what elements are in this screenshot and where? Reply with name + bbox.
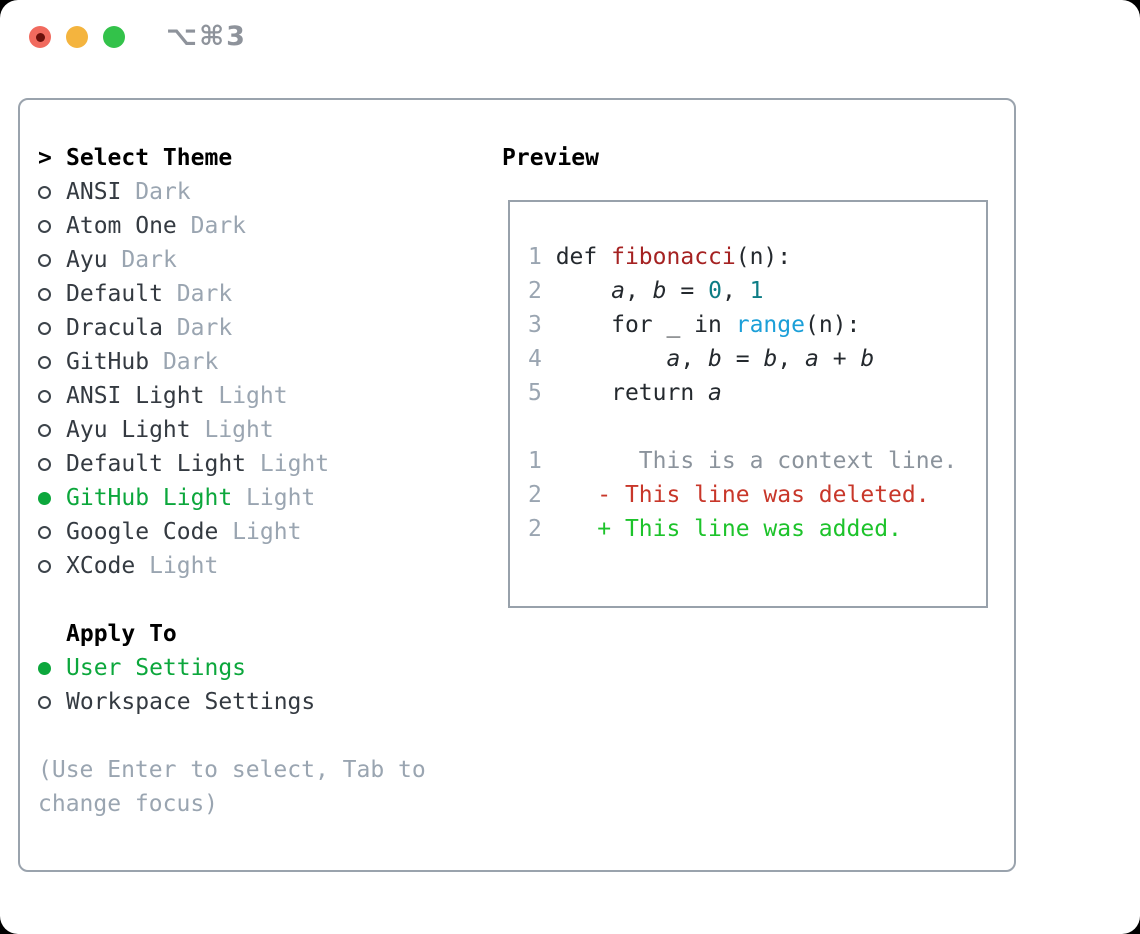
theme-option-label: Ayu [66, 247, 108, 273]
apply-to-title: Apply To [66, 621, 177, 647]
line-number: 2 [528, 278, 542, 304]
theme-option-ayu[interactable]: Ayu Dark [38, 243, 426, 277]
theme-option-label: ANSI Light [66, 383, 205, 409]
theme-option-atom-one[interactable]: Atom One Dark [38, 209, 426, 243]
code-line: 5 return a [528, 380, 722, 406]
variant-tag: Light [232, 519, 302, 545]
code-line [528, 410, 986, 444]
spacer [38, 719, 426, 753]
variant-tag: Dark [162, 349, 219, 375]
theme-option-label: XCode [66, 553, 136, 579]
hint-line-2: change focus) [38, 791, 219, 817]
line-number: 2 [528, 482, 542, 508]
cursor-icon: > [38, 145, 52, 171]
apply-to-option-workspace-settings[interactable]: Workspace Settings [38, 685, 426, 719]
code-line: 2 a, b = 0, 1 [528, 278, 764, 304]
variant-tag: Dark [121, 247, 177, 273]
code-line: 1 This is a context line. [528, 448, 958, 474]
theme-option-default[interactable]: Default Dark [38, 277, 426, 311]
select-theme-header: > Select Theme [38, 141, 426, 175]
radio-icon [38, 423, 66, 437]
variant-tag: Light [149, 553, 219, 579]
preview-title: Preview [502, 145, 599, 171]
code-line: 3 for _ in range(n): [528, 312, 861, 338]
radio-icon [38, 219, 66, 233]
radio-icon [38, 695, 66, 709]
line-number: 3 [528, 312, 542, 338]
theme-option-dracula[interactable]: Dracula Dark [38, 311, 426, 345]
radio-selected-icon [38, 491, 66, 505]
theme-option-label: Default Light [66, 451, 247, 477]
radio-icon [38, 559, 66, 573]
code-line: 1 def fibonacci(n): [528, 244, 792, 270]
theme-option-label: Ayu Light [66, 417, 191, 443]
select-theme-title: Select Theme [66, 145, 233, 171]
theme-option-ansi-light[interactable]: ANSI Light Light [38, 379, 426, 413]
apply-to-option-label: Workspace Settings [66, 689, 316, 715]
apply-to-header: Apply To [38, 617, 426, 651]
minimize-button[interactable] [66, 26, 88, 48]
theme-option-ansi[interactable]: ANSI Dark [38, 175, 426, 209]
theme-option-label: ANSI [66, 179, 122, 205]
close-button[interactable] [29, 26, 51, 48]
code-line: 2 - This line was deleted. [528, 482, 930, 508]
line-number: 5 [528, 380, 542, 406]
variant-tag: Dark [176, 315, 233, 341]
variant-tag: Light [204, 417, 274, 443]
theme-option-label: GitHub [66, 349, 150, 375]
variant-tag: Dark [135, 179, 191, 205]
close-dot-icon [35, 32, 45, 42]
apply-to-option-label: User Settings [66, 655, 247, 681]
line-number: 1 [528, 448, 542, 474]
apply-to-option-user-settings[interactable]: User Settings [38, 651, 426, 685]
code-preview: 1 def fibonacci(n): 2 a, b = 0, 1 3 for _ … [510, 202, 986, 546]
theme-option-label: GitHub Light [66, 485, 233, 511]
radio-icon [38, 457, 66, 471]
radio-icon [38, 355, 66, 369]
code-line: 2 + This line was added. [528, 516, 902, 542]
variant-tag: Dark [176, 281, 233, 307]
line-number: 1 [528, 244, 542, 270]
theme-option-default-light[interactable]: Default Light Light [38, 447, 426, 481]
hint-line-1: (Use Enter to select, Tab to [38, 757, 426, 783]
theme-option-ayu-light[interactable]: Ayu Light Light [38, 413, 426, 447]
variant-tag: Light [218, 383, 288, 409]
line-number: 2 [528, 516, 542, 542]
variant-tag: Light [259, 451, 330, 477]
hint-text: (Use Enter to select, Tab to change focu… [38, 753, 426, 821]
theme-option-label: Dracula [66, 315, 163, 341]
radio-selected-icon [38, 661, 66, 675]
theme-option-github[interactable]: GitHub Dark [38, 345, 426, 379]
preview-box: 1 def fibonacci(n): 2 a, b = 0, 1 3 for _ … [508, 200, 988, 608]
window-title-shortcut: ⌥⌘3 [166, 21, 247, 52]
variant-tag: Light [246, 485, 316, 511]
variant-tag: Dark [190, 213, 247, 239]
radio-icon [38, 525, 66, 539]
code-line: 4 a, b = b, a + b [528, 346, 875, 372]
theme-option-label: Default [66, 281, 163, 307]
theme-option-xcode[interactable]: XCode Light [38, 549, 426, 583]
radio-icon [38, 253, 66, 267]
radio-icon [38, 287, 66, 301]
theme-option-github-light[interactable]: GitHub Light Light [38, 481, 426, 515]
theme-option-label: Atom One [66, 213, 177, 239]
spacer [38, 583, 426, 617]
theme-option-google-code[interactable]: Google Code Light [38, 515, 426, 549]
traffic-lights [29, 26, 125, 48]
line-number: 4 [528, 346, 542, 372]
radio-icon [38, 321, 66, 335]
zoom-button[interactable] [103, 26, 125, 48]
radio-icon [38, 389, 66, 403]
theme-option-label: Google Code [66, 519, 219, 545]
radio-icon [38, 185, 66, 199]
